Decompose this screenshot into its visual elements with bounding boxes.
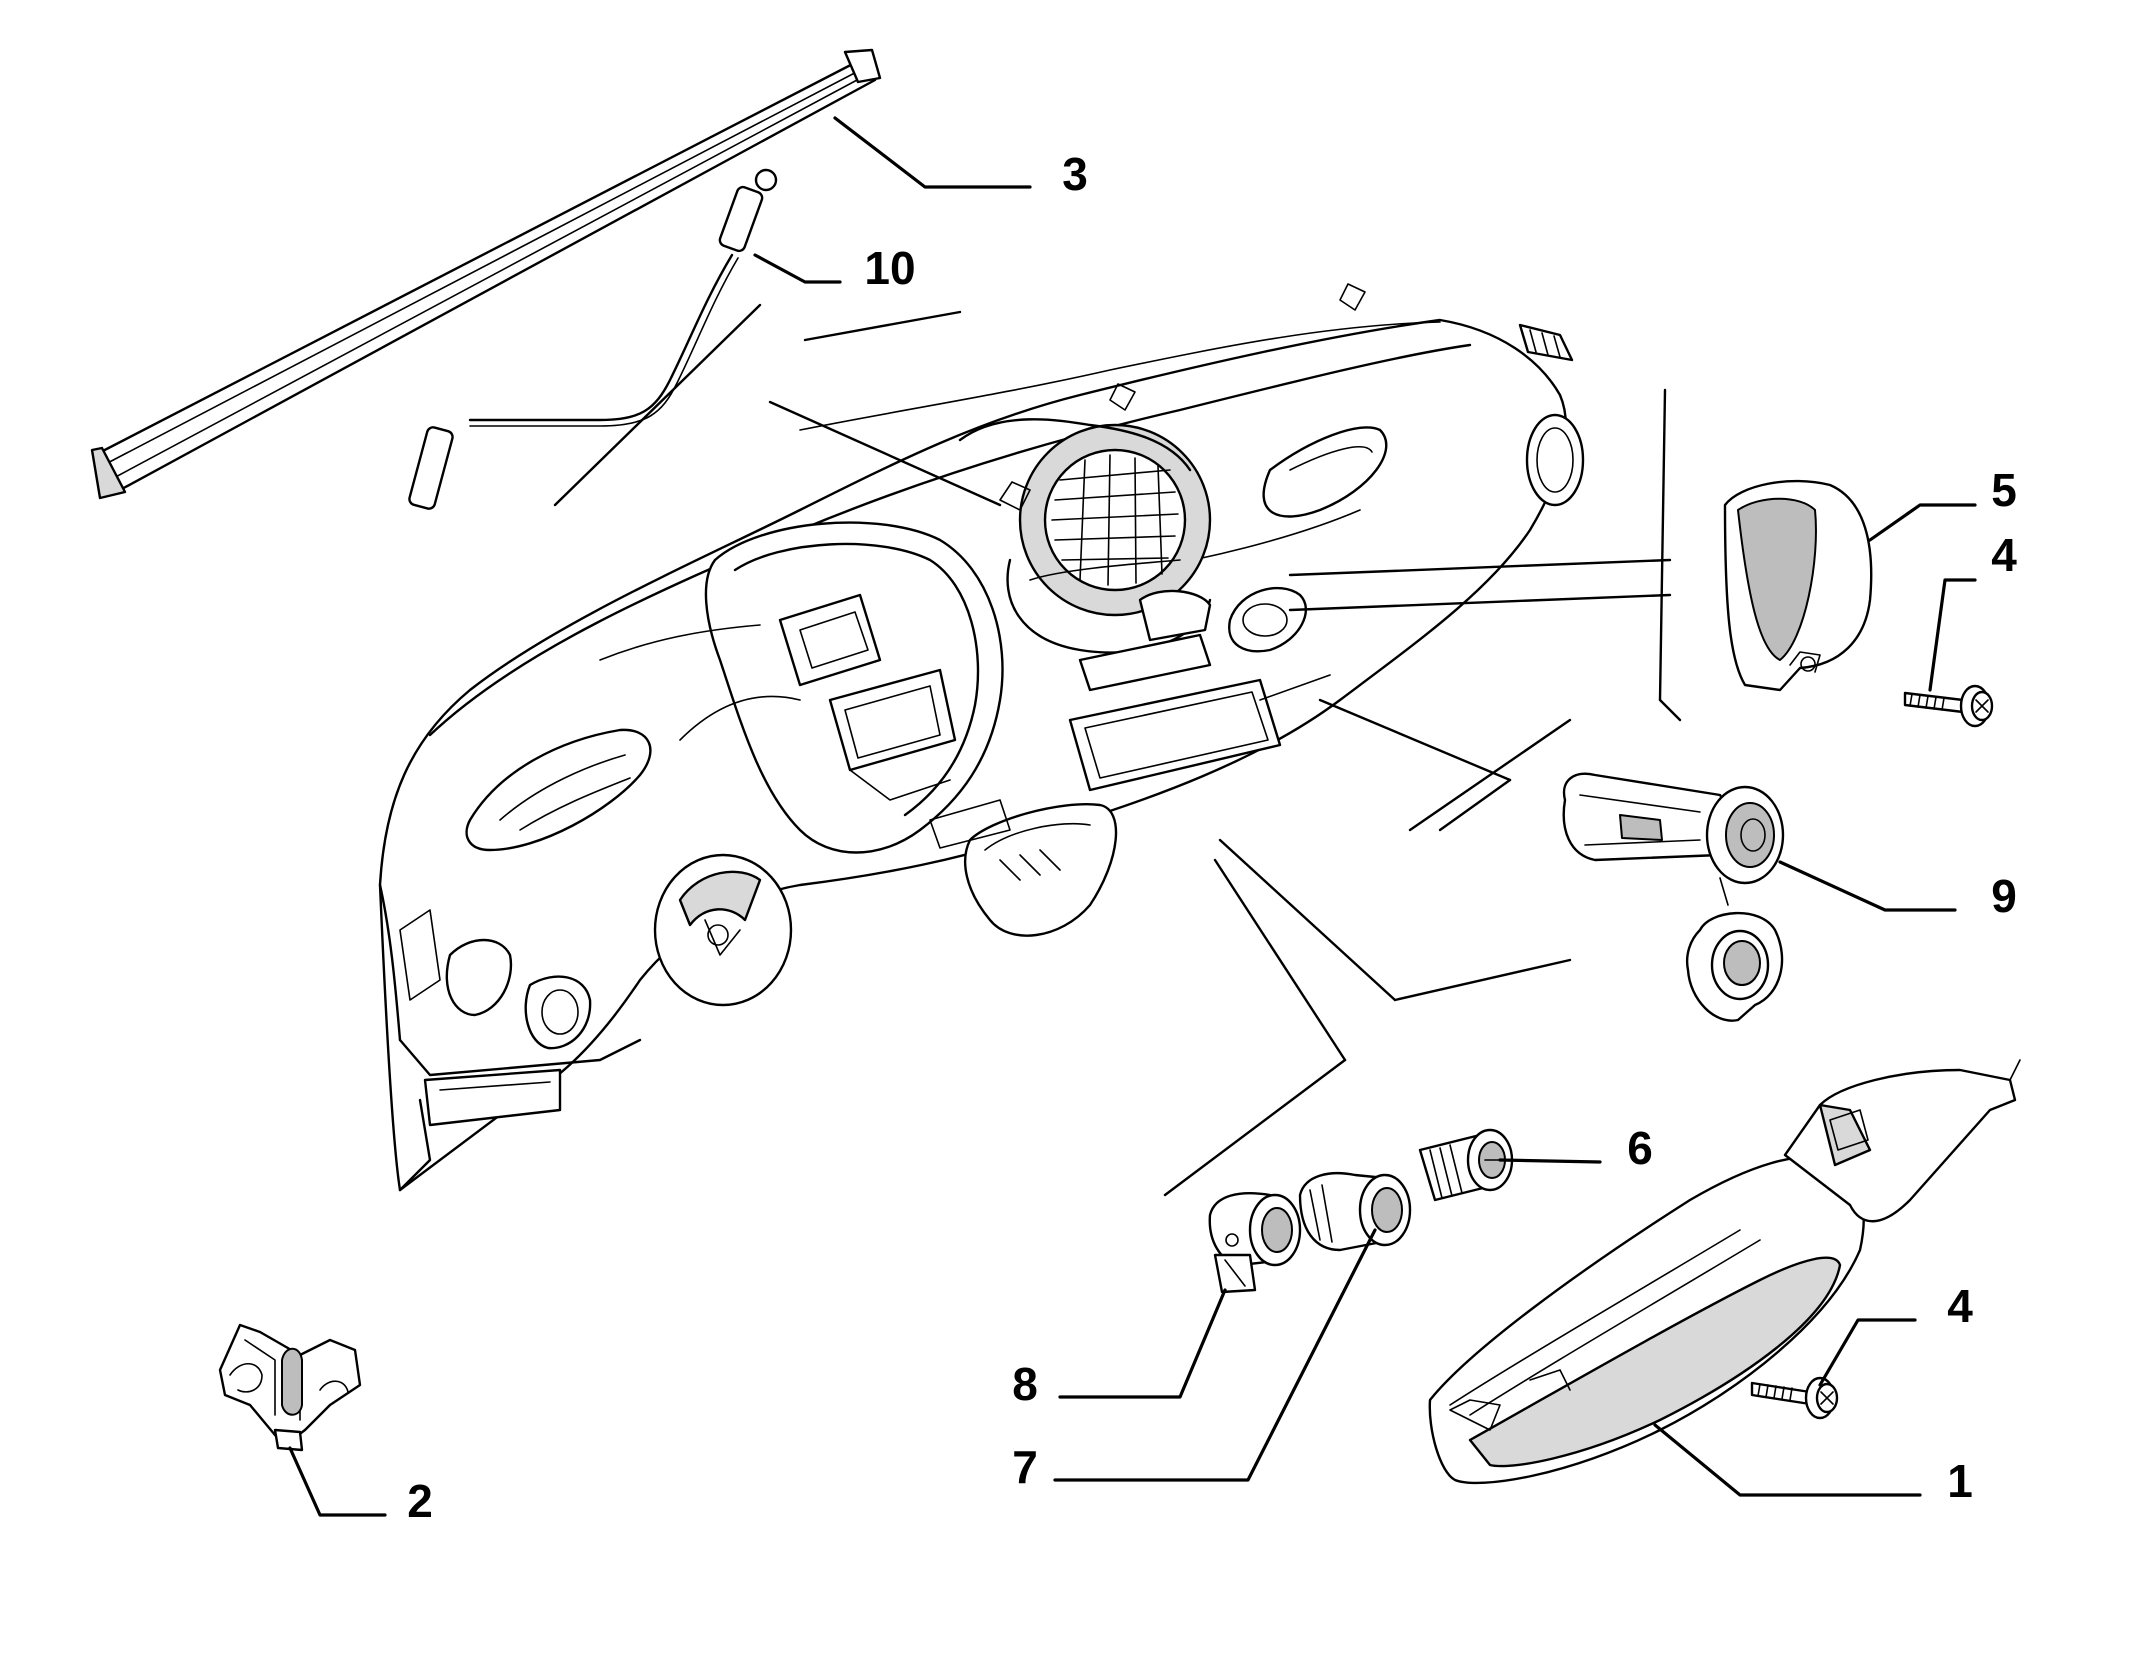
part-4-screw-upper	[1903, 684, 1994, 728]
part-1-glove-box-lid	[1428, 1059, 2021, 1485]
callout-9: 9	[1991, 870, 2017, 922]
callout-3: 3	[1062, 148, 1088, 200]
callout-4-lower: 4	[1947, 1280, 1973, 1332]
callout-6: 6	[1627, 1122, 1653, 1174]
callout-8: 8	[1012, 1358, 1038, 1410]
part-5-cup-holder	[1723, 479, 1873, 692]
part-9-lighter-socket	[1562, 772, 1785, 1022]
part-4-screw-lower	[1750, 1376, 1839, 1420]
part-7-bezel	[1298, 1172, 1412, 1252]
part-6-lock-cylinder	[1418, 1128, 1514, 1202]
callout-10: 10	[864, 242, 915, 294]
callout-7: 7	[1012, 1441, 1038, 1493]
part-10-sensor-cable	[408, 168, 778, 510]
callout-labels: 3 10 5 4 9 6 4 8 7 1 2	[407, 148, 2017, 1527]
callout-1: 1	[1947, 1455, 1973, 1507]
part-dashboard	[378, 283, 1585, 1192]
part-2-bracket	[218, 1323, 362, 1452]
callout-leaders	[288, 116, 1977, 1517]
center-vent-louvers	[1051, 454, 1179, 586]
callout-5: 5	[1991, 464, 2017, 516]
exploded-leader-lines	[553, 303, 1682, 1197]
part-8-lighter-housing	[1208, 1192, 1302, 1294]
callout-4-upper: 4	[1991, 529, 2017, 581]
part-3-seal-strip	[90, 48, 882, 500]
callout-2: 2	[407, 1475, 433, 1527]
